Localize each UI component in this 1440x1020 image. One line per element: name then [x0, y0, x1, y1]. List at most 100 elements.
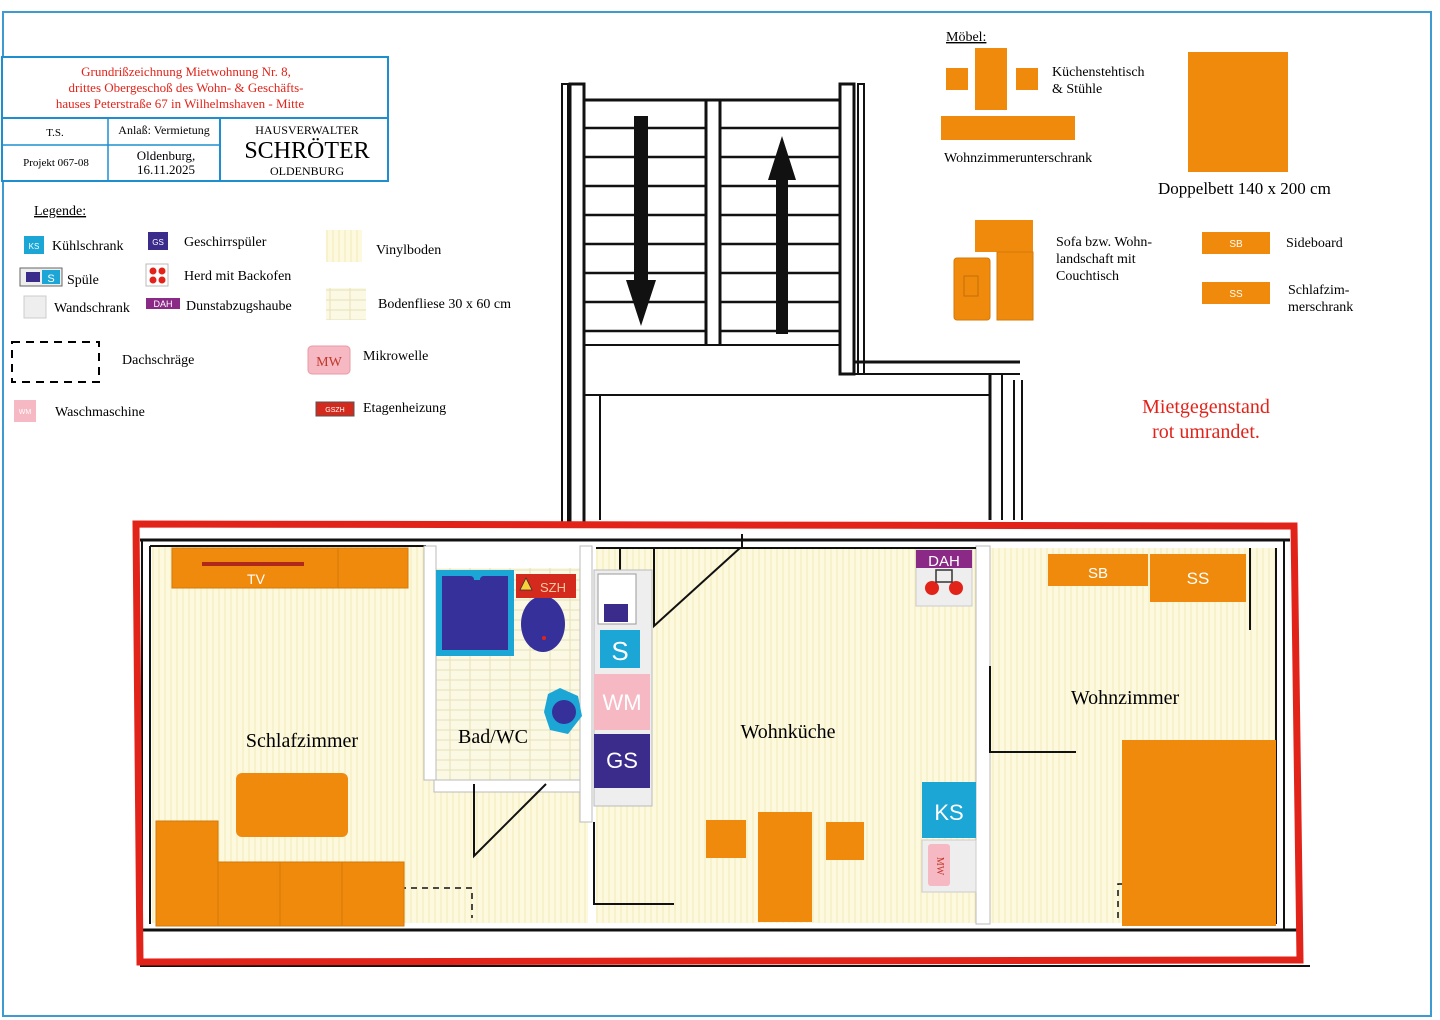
title-line-3: hauses Peterstraße 67 in Wilhelmshaven -… — [56, 96, 305, 111]
kitchen: S WM GS DAH KS MW Wohnküche — [593, 549, 977, 922]
sideboard-legend-symbol: SB — [1229, 239, 1243, 250]
slope-legend-label: Dachschräge — [122, 353, 194, 368]
stair-up-arrow — [768, 136, 796, 334]
fridge — [922, 782, 976, 838]
hood-legend-label: Dunstabzugshaube — [186, 299, 292, 314]
room-label-kitchen: Wohnküche — [740, 721, 835, 743]
title-block: Grundrißzeichnung Mietwohnung Nr. 8, dri… — [1, 56, 389, 182]
heater-legend-symbol: GSZH — [325, 407, 344, 414]
vinyl-swatch-icon — [326, 230, 362, 262]
stove-legend-label: Herd mit Backofen — [184, 269, 291, 284]
heater-label: SZH — [540, 580, 566, 595]
company-role: Hausverwalter — [255, 123, 359, 137]
furniture-legend: Möbel: Küchenstehtisch & Stühle Wohnzimm… — [941, 30, 1353, 321]
sofa-corner — [155, 820, 405, 927]
sink-label: S — [611, 636, 628, 666]
toilet-icon — [521, 596, 565, 652]
date: 16.11.2025 — [137, 162, 195, 177]
cupboard-legend-label: Wandschrank — [54, 301, 130, 316]
project-number: Projekt 067-08 — [23, 157, 89, 169]
company-name: Schröter — [244, 138, 369, 164]
washer-legend-label: Waschmaschine — [55, 405, 145, 420]
microwave — [928, 844, 950, 886]
hood-icon — [146, 298, 180, 309]
burner-icon — [949, 581, 963, 595]
occasion: Anlaß: Vermietung — [118, 123, 209, 137]
burner-icon — [925, 581, 939, 595]
rental-outline — [132, 520, 1304, 966]
washer-icon — [14, 400, 36, 422]
stove-icon — [145, 263, 169, 287]
chair-icon — [946, 68, 968, 90]
bedroom-furniture: TV Schlafzimmer — [155, 547, 409, 927]
microwave-legend-symbol: MW — [316, 355, 342, 370]
fridge-label: KS — [934, 800, 963, 825]
rental-note-line-2: rot umrandet. — [1152, 421, 1260, 443]
washer-label: WM — [602, 690, 641, 715]
author-initials: T.S. — [46, 127, 64, 139]
stool-right — [826, 822, 864, 860]
heater-legend-label: Etagenheizung — [363, 401, 446, 416]
dishwasher-legend-symbol: GS — [152, 238, 164, 247]
low-cabinet-legend-label: Wohnzimmerunterschrank — [944, 151, 1092, 166]
place: Oldenburg, — [137, 148, 196, 163]
dishwasher-icon — [148, 232, 168, 250]
door-swings — [473, 547, 1076, 905]
sideboard-icon — [1202, 232, 1270, 254]
hood-legend-symbol: DAH — [153, 299, 172, 309]
vinyl-legend-label: Vinylboden — [376, 243, 441, 258]
page-frame — [2, 11, 1432, 1017]
microwave-label: MW — [934, 857, 945, 876]
hall-floor — [426, 780, 588, 923]
legend: Legende: KS Kühlschrank S Spüle Wandschr… — [11, 204, 511, 422]
dishwasher-legend-label: Geschirrspüler — [184, 235, 267, 250]
stool-left — [706, 820, 746, 858]
dishwasher — [594, 734, 650, 788]
wardrobe-legend-symbol: SS — [1229, 289, 1243, 300]
double-bed — [1122, 740, 1276, 926]
furniture-legend-heading: Möbel: — [946, 30, 986, 45]
living-room: SB SS Wohnzimmer — [1048, 554, 1276, 926]
rental-note-line-1: Mietgegenstand — [1142, 396, 1270, 418]
low-cabinet-icon — [941, 116, 1075, 140]
tv-label: TV — [247, 571, 266, 587]
title-line-1: Grundrißzeichnung Mietwohnung Nr. 8, — [81, 64, 291, 79]
fridge-icon — [24, 236, 44, 254]
dishwasher-label: GS — [606, 748, 638, 773]
company-city: Oldenburg — [270, 164, 344, 178]
heater-icon — [315, 401, 355, 417]
coffee-table — [236, 773, 348, 837]
wardrobe — [1150, 554, 1246, 602]
standing-table-icon — [975, 48, 1007, 110]
sideboard — [1048, 554, 1148, 586]
microwave-legend-label: Mikrowelle — [363, 349, 428, 364]
chair-icon — [1016, 68, 1038, 90]
warning-icon — [519, 577, 533, 591]
sofa-icon — [953, 220, 1034, 321]
shower-basin-icon — [442, 576, 508, 650]
room-label-bath: Bad/WC — [458, 726, 528, 748]
tv-cabinet — [171, 547, 409, 589]
table-legend-label-2: & Stühle — [1052, 82, 1102, 97]
stair-down-arrow — [626, 116, 656, 326]
hood-icon — [916, 550, 972, 568]
sink-symbol-box-icon — [42, 270, 60, 284]
cupboard-icon — [23, 295, 47, 319]
wardrobe-icon — [1202, 282, 1270, 304]
fridge-legend-label: Kühlschrank — [52, 239, 124, 254]
washer-legend-symbol: WM — [19, 409, 32, 416]
sofa-legend-label-3: Couchtisch — [1056, 269, 1119, 284]
table-legend-label-1: Küchenstehtisch — [1052, 65, 1145, 80]
room-label-living: Wohnzimmer — [1071, 687, 1180, 709]
sideboard-label: SB — [1088, 565, 1108, 582]
fridge-legend-symbol: KS — [29, 242, 40, 251]
wardrobe-label: SS — [1187, 569, 1210, 588]
sink-basin-icon — [26, 272, 40, 282]
hood-label: DAH — [928, 553, 960, 570]
room-label-bedroom: Schlafzimmer — [246, 730, 359, 752]
double-bed-icon — [1188, 52, 1288, 172]
bed-legend-label: Doppelbett 140 x 200 cm — [1158, 179, 1331, 198]
title-line-2: drittes Obergeschoß des Wohn- & Geschäft… — [69, 80, 304, 95]
kitchen-table — [758, 812, 812, 922]
sideboard-legend-label: Sideboard — [1286, 236, 1343, 251]
